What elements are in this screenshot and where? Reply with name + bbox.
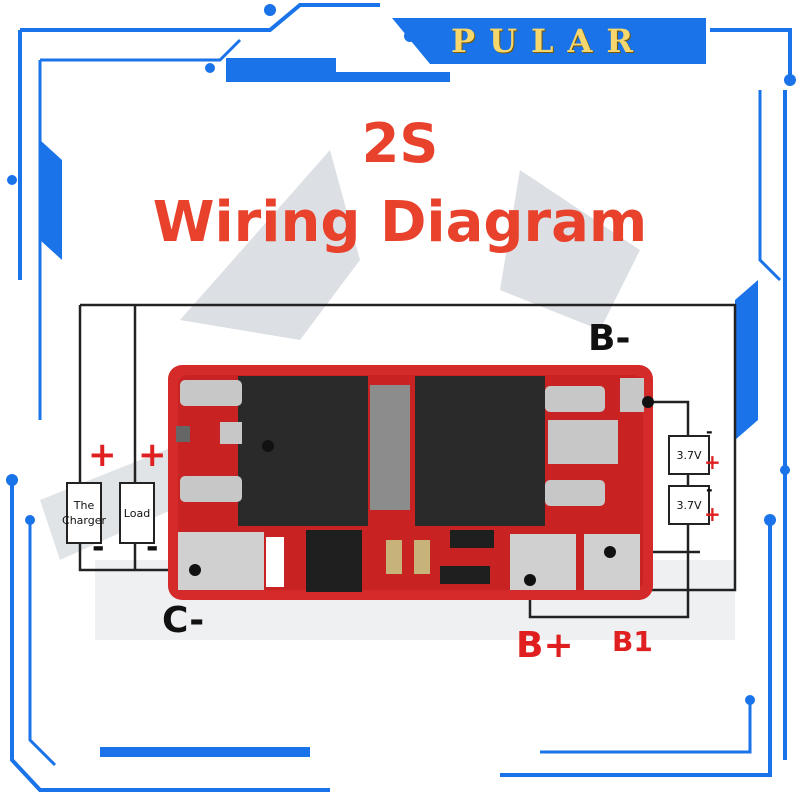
brand-banner: PULAR xyxy=(392,18,706,64)
cell-bottom-label: 3.7V xyxy=(676,498,702,512)
cell-top-minus-sign: - xyxy=(706,422,713,441)
charger-plus-sign: + xyxy=(88,435,117,475)
cell-top-plus-sign: + xyxy=(704,450,721,474)
label-b-plus: B+ xyxy=(516,625,574,666)
title-line-2: Wiring Diagram xyxy=(152,190,648,255)
cell-bottom-plus-sign: + xyxy=(704,502,721,526)
label-b1: B1 xyxy=(612,625,653,658)
load-plus-sign: + xyxy=(138,435,167,475)
label-c-minus: C- xyxy=(162,600,205,641)
charger-minus-sign: - xyxy=(92,530,105,565)
load-label: Load xyxy=(123,506,151,520)
pcb-board xyxy=(168,365,653,600)
cell-bottom-minus-sign: - xyxy=(706,480,713,499)
cell-top-box: 3.7V xyxy=(668,435,710,475)
load-box: Load xyxy=(119,482,155,544)
charger-label: The Charger xyxy=(62,499,107,527)
cell-bottom-box: 3.7V xyxy=(668,485,710,525)
load-minus-sign: - xyxy=(146,530,159,565)
title-line-1: 2S xyxy=(361,112,439,175)
brand-name: PULAR xyxy=(451,22,647,60)
cell-top-label: 3.7V xyxy=(676,448,702,462)
charger-box: The Charger xyxy=(62,482,106,544)
label-b-minus: B- xyxy=(588,318,631,359)
